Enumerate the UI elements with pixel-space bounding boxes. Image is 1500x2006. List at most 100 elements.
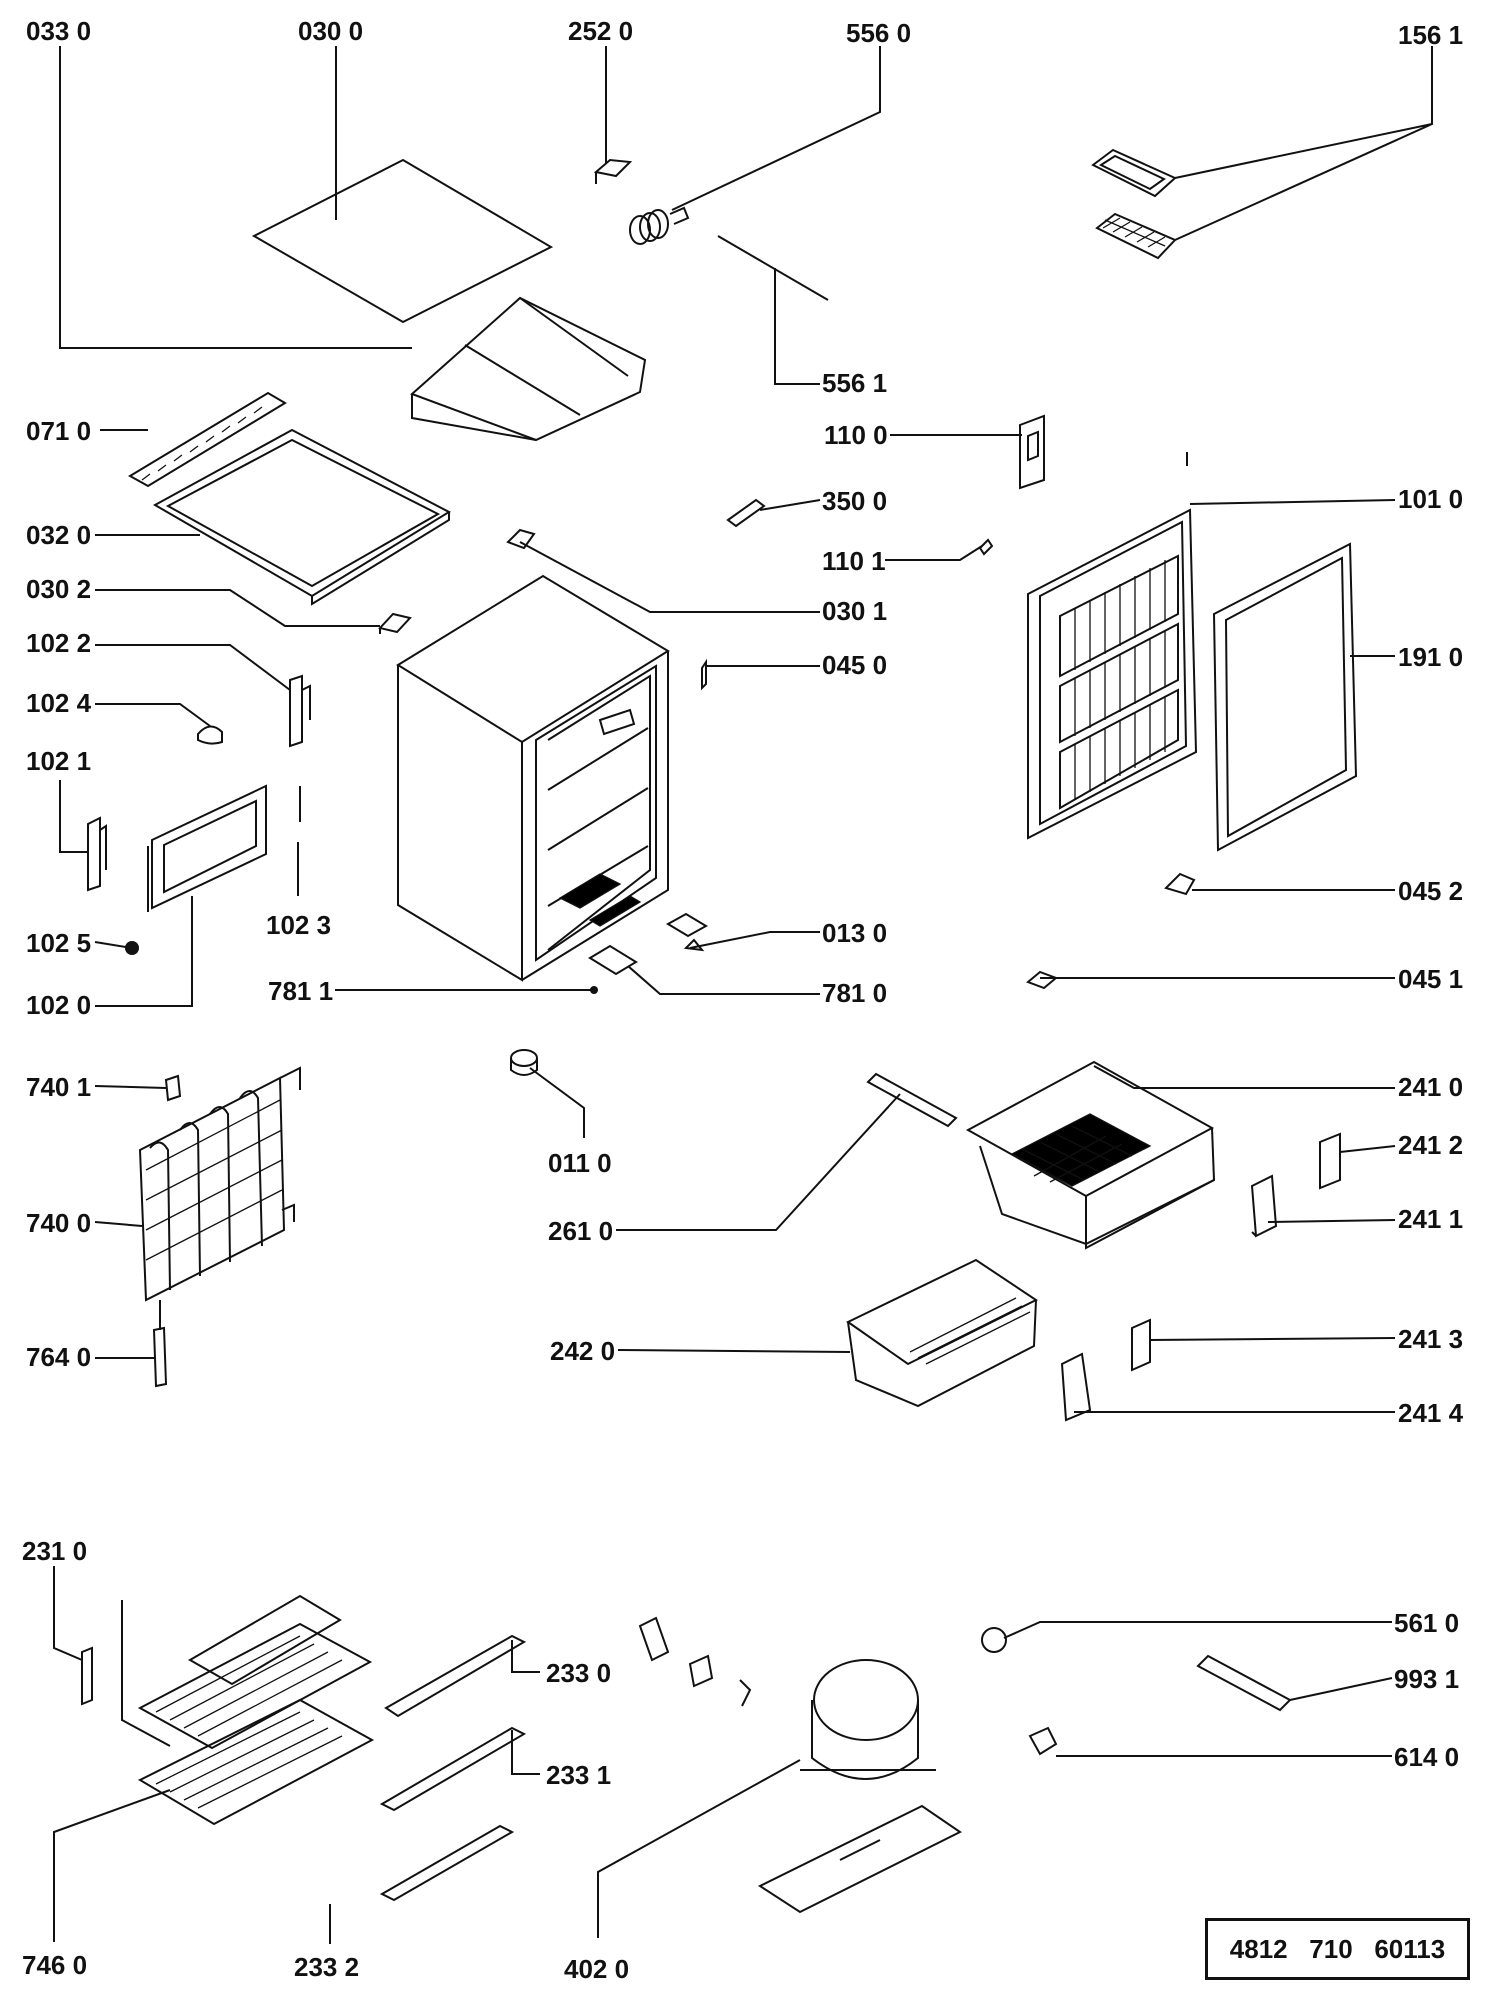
part-label: 241 2 xyxy=(1398,1130,1463,1160)
ice-tray-parts xyxy=(1091,148,1177,260)
part-label: 045 2 xyxy=(1398,876,1463,906)
relay-part xyxy=(638,1616,670,1662)
part-label: 032 0 xyxy=(26,520,91,550)
connector-part xyxy=(1028,1726,1058,1756)
part-label: 746 0 xyxy=(22,1950,87,1980)
drawer-label-part xyxy=(1131,1318,1151,1372)
catalog-number: 4812 710 60113 xyxy=(1229,1933,1446,1964)
part-label: 561 0 xyxy=(1394,1608,1459,1638)
part-label: 556 1 xyxy=(822,368,887,398)
thermostat-knob-part xyxy=(510,1049,538,1076)
evaporator-part xyxy=(121,1594,375,1826)
handle-part xyxy=(726,498,766,528)
part-label: 614 0 xyxy=(1394,1742,1459,1772)
drawer-handle-part xyxy=(1250,1174,1278,1238)
hinge-part xyxy=(289,674,311,748)
leader-lines xyxy=(53,46,1433,1944)
part-label: 231 0 xyxy=(22,1536,87,1566)
drier-part xyxy=(152,1326,168,1388)
part-label: 740 1 xyxy=(26,1072,91,1102)
part-label: 102 4 xyxy=(26,688,92,718)
glass-shelf-part xyxy=(152,428,452,606)
drawer-rail-part xyxy=(866,1072,958,1128)
door-part xyxy=(1027,508,1198,840)
hinge-plate-part xyxy=(1164,872,1196,896)
condenser-part xyxy=(138,1066,301,1302)
part-label: 781 1 xyxy=(268,976,333,1006)
part-label: 993 1 xyxy=(1394,1664,1459,1694)
part-label: 011 0 xyxy=(548,1148,612,1178)
foot-part xyxy=(666,912,708,952)
cable-part xyxy=(739,1679,752,1707)
part-label: 045 0 xyxy=(822,650,887,680)
cover-part xyxy=(81,1646,93,1706)
part-label: 233 2 xyxy=(294,1952,359,1982)
part-label: 156 1 xyxy=(1398,20,1463,50)
part-label: 241 4 xyxy=(1398,1398,1464,1428)
part-label: 241 0 xyxy=(1398,1072,1463,1102)
rod-part xyxy=(717,235,829,301)
part-labels: 033 0 030 0 252 0 556 0 156 1 556 1 071 … xyxy=(22,16,1464,1984)
cabinet-part xyxy=(396,574,670,982)
freezer-drawer-part xyxy=(965,1060,1216,1250)
strip-part xyxy=(1196,1654,1292,1712)
compressor-part xyxy=(800,1659,936,1780)
part-label: 740 0 xyxy=(26,1208,91,1238)
part-label: 556 0 xyxy=(846,18,911,48)
freezer-flap-part xyxy=(147,784,267,912)
part-label: 071 0 xyxy=(26,416,91,446)
worktop-part xyxy=(410,296,647,442)
lamp-part xyxy=(588,944,638,976)
part-label: 233 0 xyxy=(546,1658,611,1688)
part-label: 764 0 xyxy=(26,1342,91,1372)
part-label: 242 0 xyxy=(550,1336,615,1366)
relay-part-2 xyxy=(688,1654,714,1688)
part-label: 013 0 xyxy=(822,918,887,948)
crisper-drawer-part xyxy=(846,1258,1038,1408)
lower-hinge-part xyxy=(87,816,107,892)
top-panel-part xyxy=(251,158,554,324)
shelf-strip-part-3 xyxy=(379,1824,515,1902)
grille-strip-part xyxy=(128,391,287,488)
door-hinge-part xyxy=(1019,414,1045,490)
part-label: 030 0 xyxy=(298,16,363,46)
bracket-part xyxy=(593,158,633,184)
part-label: 030 1 xyxy=(822,596,887,626)
hinge-base-part xyxy=(1026,970,1058,990)
shelf-clip-part xyxy=(378,612,412,634)
part-label: 033 0 xyxy=(26,16,91,46)
part-label: 102 0 xyxy=(26,990,91,1020)
part-label: 102 1 xyxy=(26,746,91,776)
part-label: 102 5 xyxy=(26,928,91,958)
shelf-strip-part-2 xyxy=(379,1726,527,1812)
part-label: 402 0 xyxy=(564,1954,629,1984)
shelf-strip-part xyxy=(384,1634,527,1718)
drawer-clip-part xyxy=(1060,1352,1092,1422)
label-plate-part xyxy=(1319,1132,1341,1190)
part-label: 233 1 xyxy=(546,1760,611,1790)
fuse-part xyxy=(981,1627,1007,1653)
catalog-number-box: 4812 710 60113 xyxy=(1205,1918,1470,1980)
part-label: 781 0 xyxy=(822,978,887,1008)
door-gasket-part xyxy=(1212,542,1358,852)
stud-part xyxy=(701,658,707,691)
part-label: 045 1 xyxy=(1398,964,1463,994)
part-label: 102 2 xyxy=(26,628,91,658)
part-label: 252 0 xyxy=(568,16,633,46)
part-label: 101 0 xyxy=(1398,484,1463,514)
part-label: 110 0 xyxy=(824,420,888,450)
hinge-cap-part xyxy=(197,725,223,745)
clip-part xyxy=(164,1074,182,1102)
part-label: 261 0 xyxy=(548,1216,613,1246)
screw-part xyxy=(978,538,994,556)
part-label: 102 3 xyxy=(266,910,331,940)
spring-part xyxy=(629,206,690,245)
part-label: 241 1 xyxy=(1398,1204,1463,1234)
part-label: 030 2 xyxy=(26,574,91,604)
part-label: 191 0 xyxy=(1398,642,1463,672)
part-label: 350 0 xyxy=(822,486,887,516)
compressor-base-part xyxy=(757,1804,962,1914)
part-label: 241 3 xyxy=(1398,1324,1463,1354)
part-label: 110 1 xyxy=(822,546,886,576)
